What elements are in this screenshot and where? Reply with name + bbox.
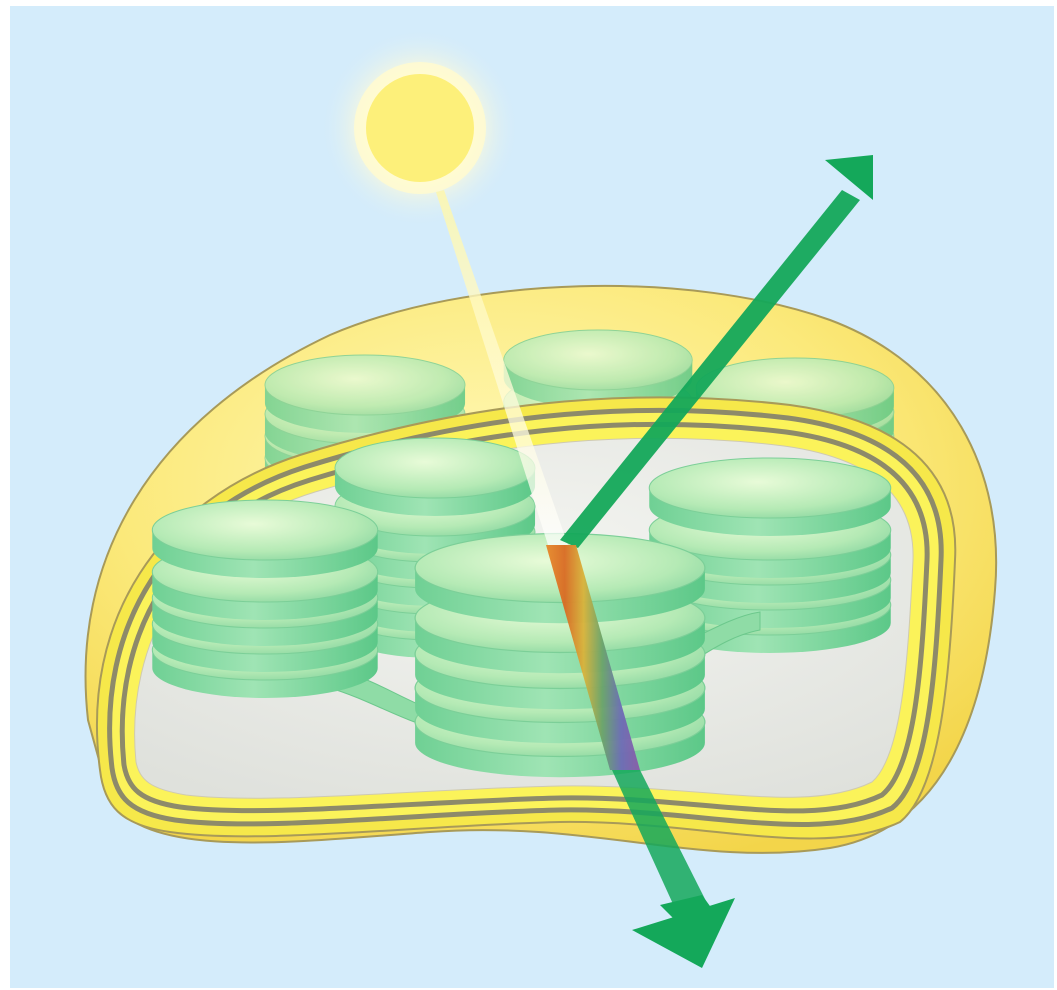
sun-icon (320, 28, 520, 228)
granum-stack-left (152, 500, 377, 698)
